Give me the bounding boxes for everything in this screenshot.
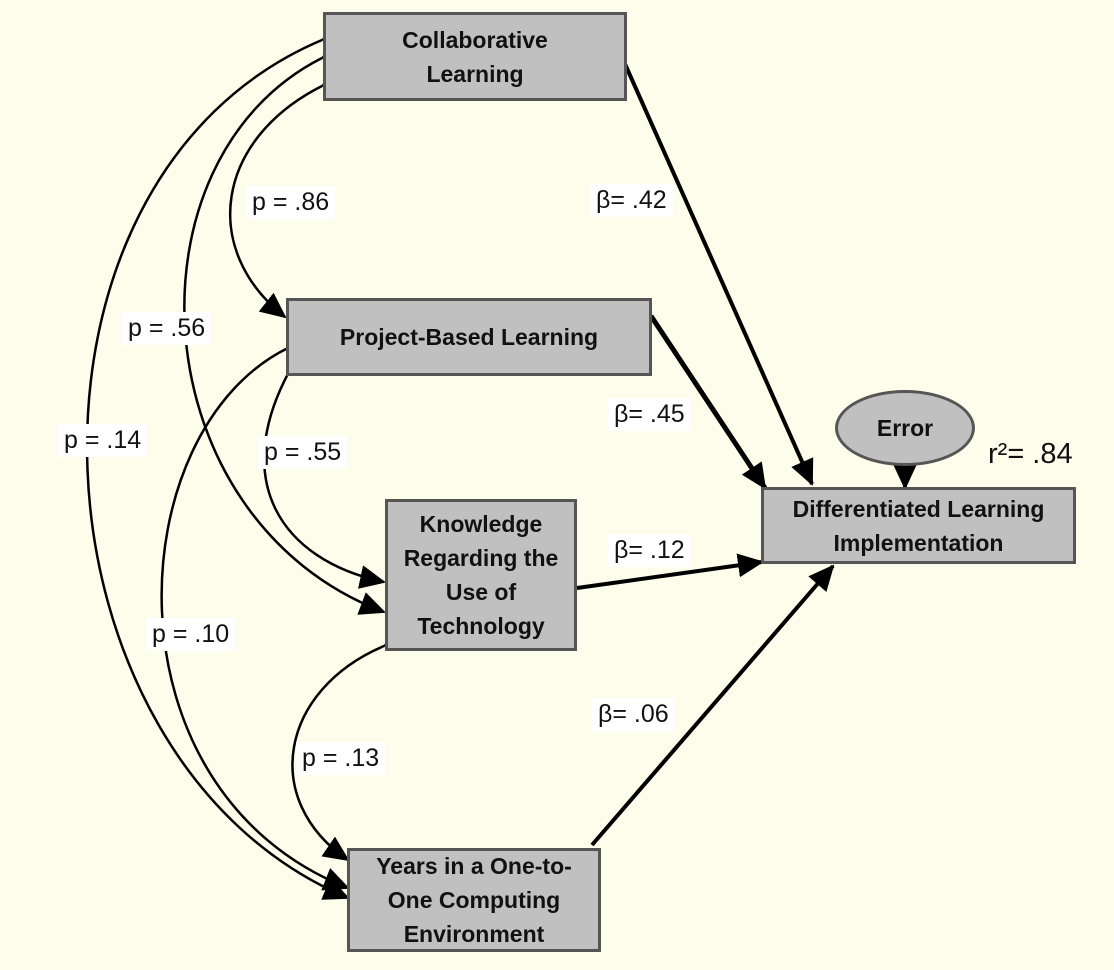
beta-project: β= .45 [608, 398, 691, 431]
beta-knowledge: β= .12 [608, 534, 691, 567]
node-years-label: Years in a One-to-One Computing Environm… [376, 853, 572, 947]
curve-project-years [160, 326, 350, 891]
curve-collab-years [85, 19, 350, 900]
node-collaborative-label: Collaborative Learning [402, 26, 548, 87]
path-years-arrow [590, 564, 835, 847]
node-project-based-learning: Project-Based Learning [286, 298, 652, 376]
corr-collab-project: p = .86 [246, 186, 336, 219]
path-knowledge-arrow [576, 553, 764, 590]
r-squared-label: r²= .84 [988, 438, 1073, 470]
corr-collab-years: p = .14 [58, 424, 148, 457]
curve-project-knowledge [263, 343, 386, 589]
node-outcome-label: Differentiated Learning Implementation [792, 495, 1045, 556]
corr-knowledge-years: p = .13 [296, 742, 386, 775]
curve-collab-project [228, 64, 349, 319]
path-collaborative-arrow [623, 63, 814, 486]
beta-years: β= .06 [592, 698, 675, 731]
corr-project-knowledge: p = .55 [258, 436, 348, 469]
node-collaborative-learning: Collaborative Learning [323, 12, 627, 101]
path-project-arrow [648, 314, 768, 490]
curve-knowledge-years [291, 625, 411, 862]
node-error-label: Error [876, 414, 934, 441]
node-project-label: Project-Based Learning [339, 324, 599, 350]
corr-project-years: p = .10 [146, 618, 236, 651]
node-years-one-to-one: Years in a One-to-One Computing Environm… [347, 848, 601, 952]
node-knowledge-technology: Knowledge Regarding the Use of Technolog… [385, 499, 577, 651]
node-knowledge-label: Knowledge Regarding the Use of Technolog… [403, 511, 559, 639]
corr-collab-knowledge: p = .56 [122, 312, 212, 345]
beta-collaborative: β= .42 [590, 184, 673, 217]
node-differentiated-learning: Differentiated Learning Implementation [761, 487, 1076, 564]
node-error: Error [835, 390, 975, 466]
